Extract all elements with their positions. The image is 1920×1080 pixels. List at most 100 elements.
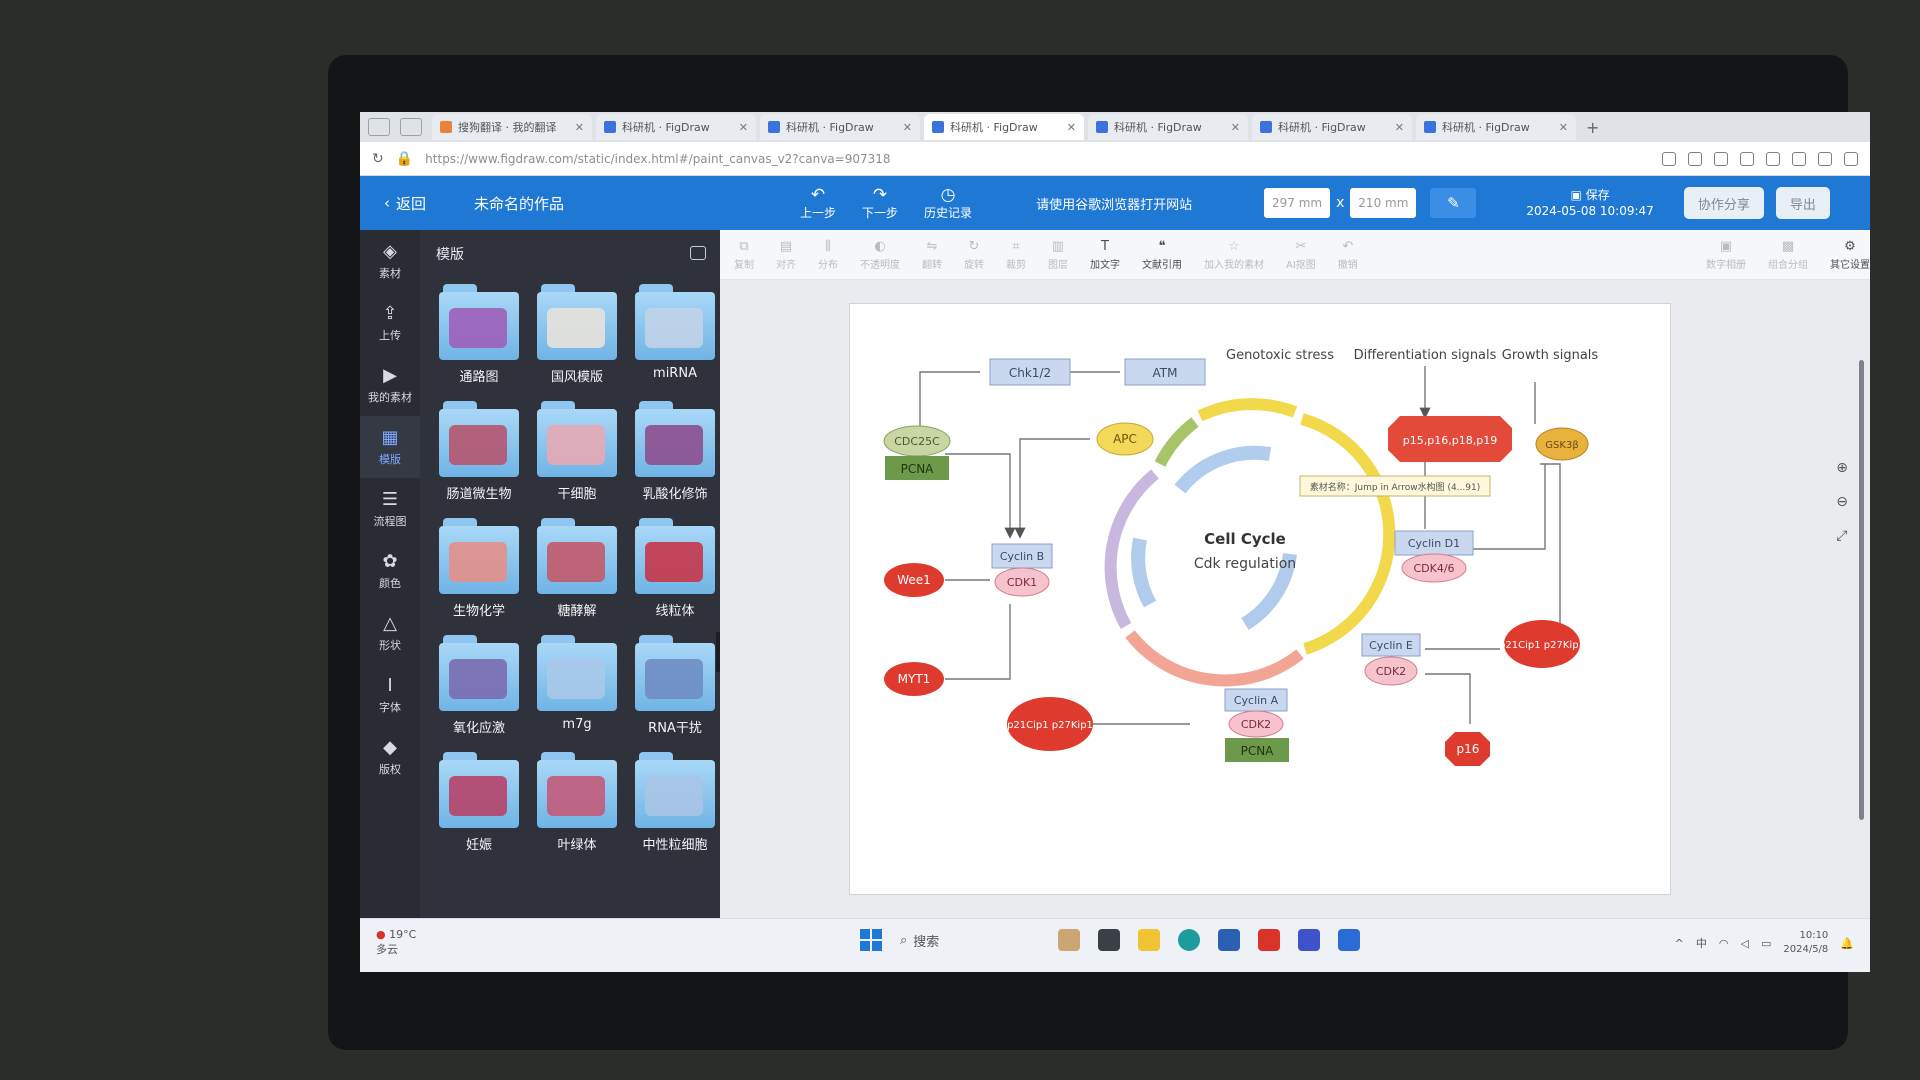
store-icon[interactable] bbox=[1218, 929, 1240, 951]
toolbar-button-2[interactable]: ⫼分布 bbox=[818, 239, 838, 271]
template-tile[interactable]: 氧化应激 bbox=[436, 635, 522, 736]
weather-widget[interactable]: ● 19°C 多云 bbox=[376, 927, 416, 957]
tab-close-icon[interactable]: ✕ bbox=[1394, 120, 1404, 134]
chevron-up-icon[interactable]: ^ bbox=[1674, 936, 1684, 950]
toolbar-button-7[interactable]: ▥图层 bbox=[1048, 239, 1068, 271]
toolbar-button-11[interactable]: ✂AI抠图 bbox=[1286, 239, 1316, 271]
browser-tab[interactable]: 搜狗翻译 · 我的翻译✕ bbox=[432, 114, 592, 140]
template-tile[interactable]: 生物化学 bbox=[436, 518, 522, 619]
fit-screen-icon[interactable]: ⤢ bbox=[1836, 528, 1848, 544]
zoom-icon[interactable] bbox=[1662, 151, 1676, 166]
zoom-in-icon[interactable]: ⊕ bbox=[1836, 460, 1848, 476]
browser-tab[interactable]: 科研机 · FigDraw✕ bbox=[760, 114, 920, 140]
template-tile[interactable]: RNA干扰 bbox=[632, 635, 718, 736]
edit-size-button[interactable]: ✎ bbox=[1430, 188, 1477, 218]
taskbar-search[interactable]: ⌕ 搜索 bbox=[900, 931, 1040, 950]
save-button[interactable]: ▣ 保存 2024-05-08 10:09:47 bbox=[1526, 187, 1653, 219]
toolbar-button-10[interactable]: ☆加入我的素材 bbox=[1204, 239, 1264, 271]
widget-app-icon[interactable] bbox=[1058, 929, 1080, 951]
battery-icon[interactable]: ▭ bbox=[1760, 936, 1772, 950]
back-button[interactable]: ‹ 返回 bbox=[360, 193, 440, 214]
tab-close-icon[interactable]: ✕ bbox=[1066, 120, 1076, 134]
browser-tab[interactable]: 科研机 · FigDraw✕ bbox=[924, 114, 1084, 140]
browser-tab[interactable]: 科研机 · FigDraw✕ bbox=[596, 114, 756, 140]
rail-item-1[interactable]: ⇪上传 bbox=[360, 292, 420, 354]
canvas-scrollbar[interactable] bbox=[1859, 360, 1864, 820]
file-explorer-icon[interactable] bbox=[1138, 929, 1160, 951]
template-tile[interactable]: 通路图 bbox=[436, 284, 522, 385]
notification-bell-icon[interactable]: 🔔 bbox=[1840, 936, 1854, 950]
toolbar-button-13[interactable]: ▣数字相册 bbox=[1706, 239, 1746, 271]
zoom-out-icon[interactable]: ⊖ bbox=[1836, 494, 1848, 510]
toolbar-button-14[interactable]: ▩组合分组 bbox=[1768, 239, 1808, 271]
undo-button[interactable]: ↶ 上一步 bbox=[800, 186, 836, 221]
tab-close-icon[interactable]: ✕ bbox=[1230, 120, 1240, 134]
tab-close-icon[interactable]: ✕ bbox=[1558, 120, 1568, 134]
template-tile[interactable]: miRNA bbox=[632, 284, 718, 385]
width-input[interactable]: 297 mm bbox=[1264, 188, 1331, 218]
template-tile[interactable]: 线粒体 bbox=[632, 518, 718, 619]
template-tile[interactable]: 肠道微生物 bbox=[436, 401, 522, 502]
template-tile[interactable]: m7g bbox=[534, 635, 620, 736]
export-button[interactable]: 导出 bbox=[1775, 187, 1830, 219]
toolbar-button-0[interactable]: ⧉复制 bbox=[734, 239, 754, 271]
rail-item-5[interactable]: ✿颜色 bbox=[360, 540, 420, 602]
split-screen-icon[interactable] bbox=[1766, 151, 1780, 166]
toolbar-button-3[interactable]: ◐不透明度 bbox=[860, 239, 900, 271]
url-field[interactable]: https://www.figdraw.com/static/index.htm… bbox=[425, 151, 891, 166]
toolbar-button-5[interactable]: ↻旋转 bbox=[964, 239, 984, 271]
panel-toggle-icon[interactable] bbox=[690, 246, 706, 260]
favorite-icon[interactable] bbox=[1714, 151, 1728, 166]
extension-icon[interactable] bbox=[1740, 151, 1754, 166]
template-tile[interactable]: 国风模版 bbox=[534, 284, 620, 385]
collections-icon[interactable] bbox=[400, 118, 422, 136]
toolbar-button-9[interactable]: ❝文献引用 bbox=[1142, 239, 1182, 271]
template-tile[interactable]: 中性粒细胞 bbox=[632, 752, 718, 853]
profile-icon[interactable] bbox=[368, 118, 390, 136]
word-app-icon[interactable] bbox=[1338, 929, 1360, 951]
redo-button[interactable]: ↷ 下一步 bbox=[862, 186, 898, 221]
toolbar-button-12[interactable]: ↶撤销 bbox=[1338, 239, 1358, 271]
task-view-icon[interactable] bbox=[1098, 929, 1120, 951]
browser-tab[interactable]: 科研机 · FigDraw✕ bbox=[1416, 114, 1576, 140]
rail-item-8[interactable]: ◆版权 bbox=[360, 726, 420, 788]
tab-close-icon[interactable]: ✕ bbox=[902, 120, 912, 134]
windows-start-icon[interactable] bbox=[860, 929, 882, 951]
template-tile[interactable]: 叶绿体 bbox=[534, 752, 620, 853]
volume-icon[interactable]: ◁ bbox=[1740, 936, 1749, 950]
refresh-icon[interactable]: ↻ bbox=[372, 150, 384, 167]
share-button[interactable]: 协作分享 bbox=[1683, 187, 1764, 219]
browser-tab[interactable]: 科研机 · FigDraw✕ bbox=[1252, 114, 1412, 140]
history-button[interactable]: ◷ 历史记录 bbox=[924, 186, 972, 221]
rail-item-6[interactable]: △形状 bbox=[360, 602, 420, 664]
security-app-icon[interactable] bbox=[1258, 929, 1280, 951]
template-tile[interactable]: 干细胞 bbox=[534, 401, 620, 502]
toolbar-button-6[interactable]: ⌗裁剪 bbox=[1006, 239, 1026, 271]
template-tile[interactable]: 糖酵解 bbox=[534, 518, 620, 619]
collections-icon[interactable] bbox=[1818, 151, 1832, 166]
new-tab-button[interactable]: + bbox=[1586, 117, 1600, 137]
tab-close-icon[interactable]: ✕ bbox=[574, 120, 584, 134]
toolbar-button-15[interactable]: ⚙其它设置 bbox=[1830, 239, 1870, 271]
wifi-icon[interactable]: ◠ bbox=[1718, 936, 1729, 950]
favorites-bar-icon[interactable] bbox=[1792, 151, 1806, 166]
document-title[interactable]: 未命名的作品 bbox=[474, 194, 565, 213]
canvas-page[interactable]: Chk1/2 ATM Genotoxic stress Differentiat… bbox=[850, 304, 1670, 894]
system-clock[interactable]: 10:10 2024/5/8 bbox=[1783, 929, 1828, 957]
more-icon[interactable] bbox=[1844, 151, 1858, 166]
template-tile[interactable]: 妊娠 bbox=[436, 752, 522, 853]
input-language[interactable]: 中 bbox=[1695, 937, 1707, 950]
rail-item-2[interactable]: ▶我的素材 bbox=[360, 354, 420, 416]
paint-app-icon[interactable] bbox=[1298, 929, 1320, 951]
rail-item-4[interactable]: ☰流程图 bbox=[360, 478, 420, 540]
rail-item-3[interactable]: ▦模版 bbox=[360, 416, 420, 478]
edge-browser-icon[interactable] bbox=[1178, 929, 1200, 951]
read-aloud-icon[interactable] bbox=[1688, 151, 1702, 166]
template-tile[interactable]: 乳酸化修饰 bbox=[632, 401, 718, 502]
rail-item-0[interactable]: ◈素材 bbox=[360, 230, 420, 292]
browser-tab[interactable]: 科研机 · FigDraw✕ bbox=[1088, 114, 1248, 140]
toolbar-button-1[interactable]: ▤对齐 bbox=[776, 239, 796, 271]
toolbar-button-4[interactable]: ⇋翻转 bbox=[922, 239, 942, 271]
